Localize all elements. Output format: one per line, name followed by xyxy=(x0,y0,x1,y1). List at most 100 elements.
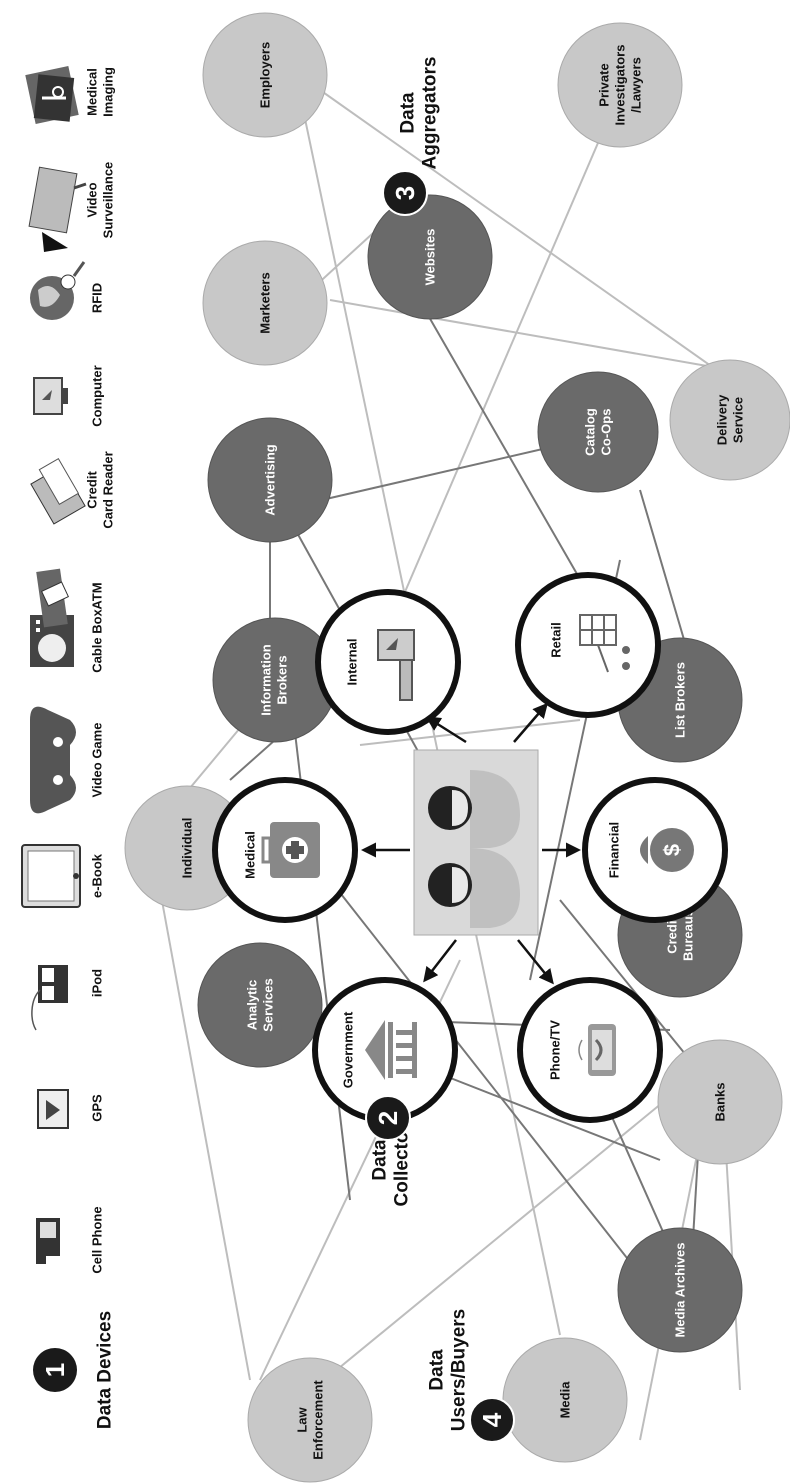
device-rfid: RFID xyxy=(30,262,105,320)
section-title-aggregators-line2: Aggregators xyxy=(420,57,441,170)
arrow-to-phonetv xyxy=(518,940,552,982)
device-label: Imaging xyxy=(101,67,116,117)
node-label: Websites xyxy=(423,229,438,286)
node-label: Services xyxy=(261,978,276,1032)
badge-number: 1 xyxy=(40,1363,70,1377)
collector-financial: Financial $ xyxy=(585,780,725,920)
device-medical-imaging: Medical Imaging xyxy=(25,66,115,124)
edge xyxy=(290,690,350,1200)
node-label: Catalog xyxy=(583,408,598,456)
node-label: Analytic xyxy=(245,980,260,1031)
node-label: Banks xyxy=(713,1082,728,1121)
device-label: iPod xyxy=(90,969,105,997)
node-label: Delivery xyxy=(715,394,730,445)
device-label: Computer xyxy=(90,365,105,426)
node-label: Individual xyxy=(180,818,195,879)
collector-phonetv: Phone/TV xyxy=(520,980,660,1120)
node-label: Information xyxy=(259,644,274,716)
device-label: Credit xyxy=(85,471,100,509)
collector-label: Medical xyxy=(243,831,258,879)
node-advertising: Advertising xyxy=(208,418,332,542)
device-gps: GPS xyxy=(38,1090,105,1128)
device-ipod: iPod xyxy=(32,965,105,1030)
node-marketers: Marketers xyxy=(203,241,327,365)
node-media: Media xyxy=(503,1338,627,1462)
node-private-investigators: Private Investigators /Lawyers xyxy=(558,23,682,147)
section-buyers: Data Users/Buyers xyxy=(427,1309,470,1432)
device-label: Surveillance xyxy=(101,162,116,239)
node-media-archives: Media Archives xyxy=(618,1228,742,1352)
node-label: Private xyxy=(597,63,612,106)
devices-section: 1 Data Devices Cell Phone GPS xyxy=(22,66,116,1429)
device-label: RFID xyxy=(90,283,105,313)
cell-phone-icon xyxy=(36,1218,60,1264)
device-label: Cell Phone xyxy=(90,1206,105,1273)
collector-retail: Retail xyxy=(518,575,658,715)
section-title-buyers-line2: Users/Buyers xyxy=(449,1309,470,1432)
node-label: Advertising xyxy=(263,444,278,516)
node-label: Investigators xyxy=(613,45,628,126)
collector-medical: Medical xyxy=(215,780,355,920)
section-badge-buyers: 4 xyxy=(470,1398,514,1442)
ipod-icon xyxy=(32,965,68,1030)
node-label: List Brokers xyxy=(673,662,688,738)
gps-icon xyxy=(38,1090,68,1128)
node-banks: Banks xyxy=(658,1040,782,1164)
device-label: Cable Box xyxy=(90,608,105,672)
edge xyxy=(330,300,730,370)
center-individuals xyxy=(414,750,538,935)
node-websites: Websites xyxy=(368,195,492,319)
badge-number: 2 xyxy=(373,1111,403,1125)
device-label: GPS xyxy=(90,1094,105,1122)
badge-number: 4 xyxy=(477,1412,507,1427)
collector-label: Government xyxy=(341,1011,356,1088)
device-credit-card-reader: Credit Card Reader xyxy=(31,451,116,528)
device-cell-phone: Cell Phone xyxy=(36,1206,105,1273)
device-label: Video Game xyxy=(90,723,105,798)
first-aid-kit-icon xyxy=(263,822,320,878)
node-label: Enforcement xyxy=(311,1380,326,1460)
edge xyxy=(300,1080,690,1400)
collector-internal: Internal xyxy=(318,592,458,732)
device-cable-box: Cable Box xyxy=(30,608,105,672)
badge-number: 3 xyxy=(390,186,420,200)
svg-text:$: $ xyxy=(660,844,685,856)
section-title-buyers-line1: Data xyxy=(427,1349,448,1391)
node-label: Media xyxy=(558,1381,573,1419)
camera-icon xyxy=(29,167,86,252)
node-label: Employers xyxy=(258,42,273,108)
device-label: e-Book xyxy=(90,853,105,898)
node-analytic-services: Analytic Services xyxy=(198,943,322,1067)
arrow-to-government xyxy=(425,940,456,980)
node-label: Media Archives xyxy=(673,1243,688,1338)
node-label: Service xyxy=(731,397,746,443)
device-label: Medical xyxy=(85,68,100,116)
node-delivery-service: Delivery Service xyxy=(670,360,790,480)
node-law-enforcement: Law Enforcement xyxy=(248,1358,372,1482)
device-video-surveillance: Video Surveillance xyxy=(29,162,115,252)
node-label: /Lawyers xyxy=(629,57,644,113)
xray-icon xyxy=(25,66,78,124)
collector-label: Financial xyxy=(607,822,622,878)
rfid-icon xyxy=(30,262,84,320)
collector-label: Retail xyxy=(549,622,564,657)
section-aggregators: Data Aggregators xyxy=(398,57,441,170)
device-label: ATM xyxy=(90,582,105,609)
computer-icon xyxy=(34,378,68,414)
section-title-aggregators-line1: Data xyxy=(398,92,419,134)
device-ebook: e-Book xyxy=(22,845,105,907)
device-computer: Computer xyxy=(34,365,105,426)
collector-label: Internal xyxy=(345,639,360,686)
node-employers: Employers xyxy=(203,13,327,137)
section-badge-aggregators: 3 xyxy=(383,171,427,215)
device-video-game: Video Game xyxy=(30,707,105,814)
section-title-collectors-line1: Data xyxy=(370,1139,391,1181)
device-label: Card Reader xyxy=(101,451,116,528)
ebook-icon xyxy=(22,845,80,907)
node-catalog-coops: Catalog Co-Ops xyxy=(538,372,658,492)
node-label: Brokers xyxy=(275,655,290,704)
collector-label: Phone/TV xyxy=(548,1020,563,1080)
gamepad-icon xyxy=(30,707,76,814)
section-badge-collectors: 2 xyxy=(366,1096,410,1140)
